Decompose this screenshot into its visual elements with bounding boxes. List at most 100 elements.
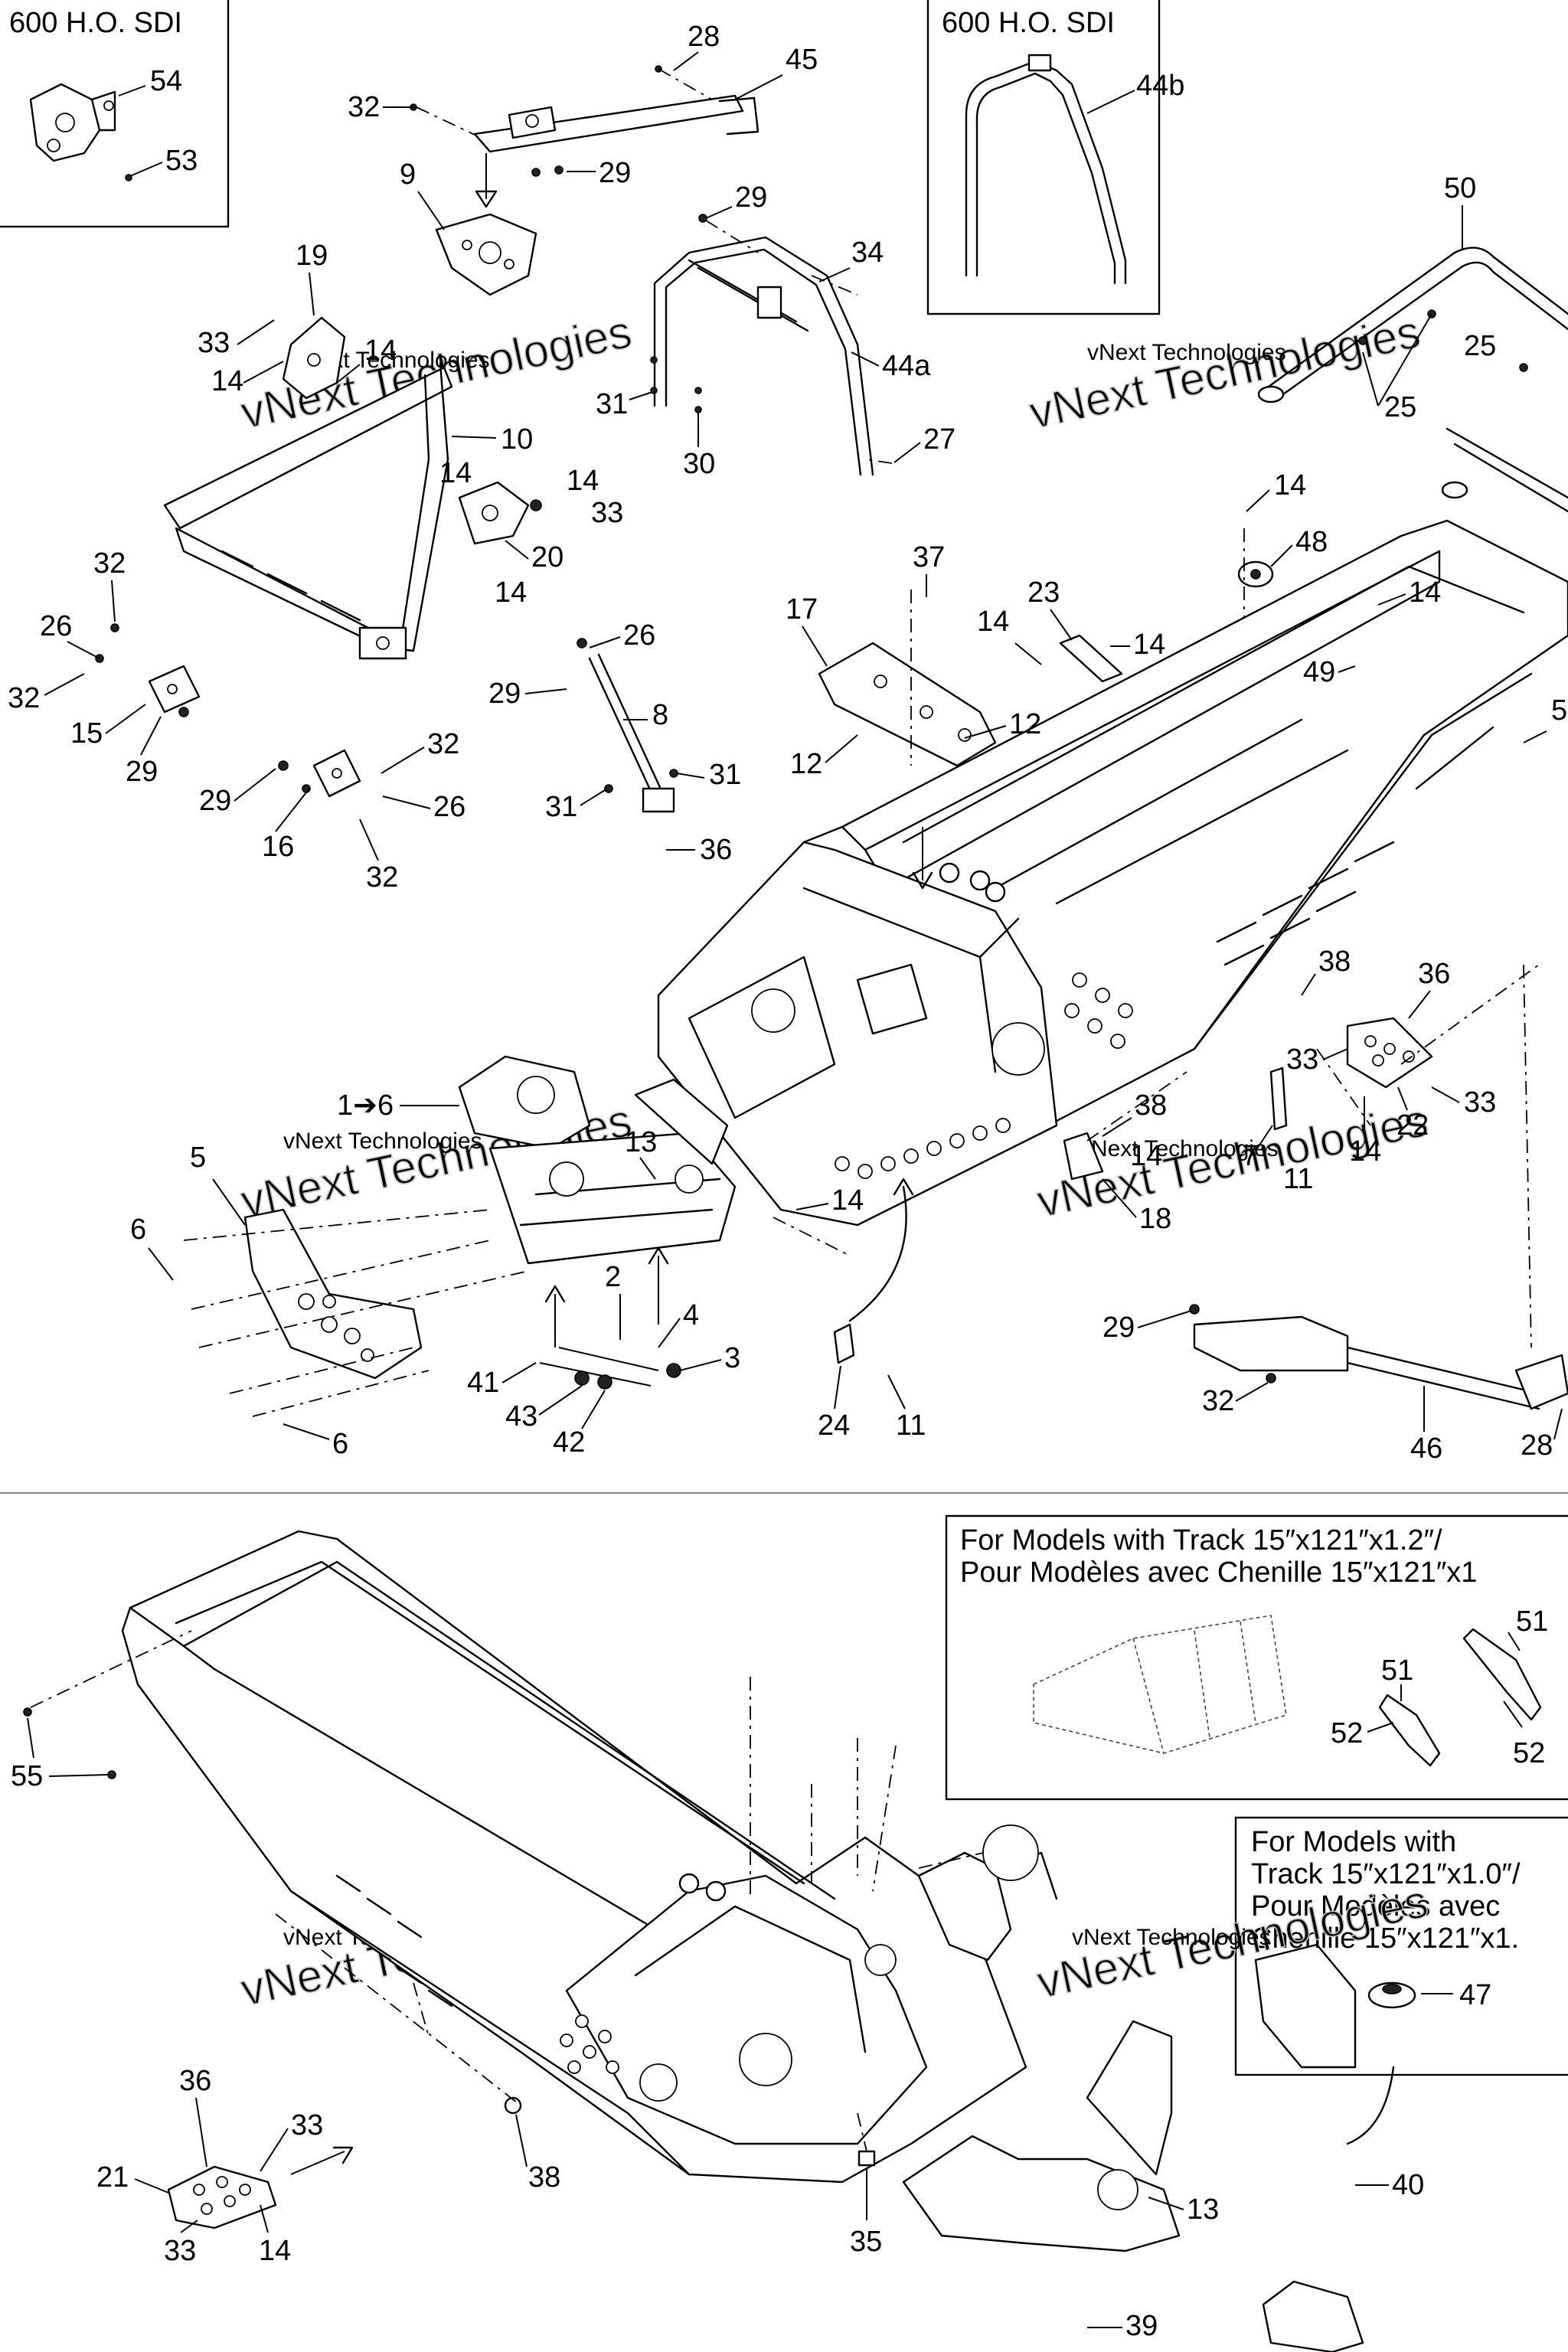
label-14: 14 xyxy=(364,335,397,367)
label-14k: 14 xyxy=(1130,1140,1162,1172)
label-39: 39 xyxy=(1125,2310,1158,2342)
watermark-2: vNext Technologies xyxy=(1025,305,1425,438)
inset-box-600ho-left: 600 H.O. SDI xyxy=(0,0,230,228)
step22-holes xyxy=(1364,1035,1415,1067)
label-29: 29 xyxy=(599,157,631,189)
label-54: 54 xyxy=(150,65,182,97)
label-45: 45 xyxy=(786,44,818,76)
label-21: 21 xyxy=(96,2161,129,2194)
label-47: 47 xyxy=(1459,1979,1491,2011)
label-53: 53 xyxy=(165,145,198,177)
label-14e: 14 xyxy=(495,577,527,609)
label-48: 48 xyxy=(1295,526,1328,558)
label-31: 31 xyxy=(596,388,628,420)
label-33b: 33 xyxy=(591,497,623,529)
label-17: 17 xyxy=(786,593,818,626)
label-27: 27 xyxy=(923,423,956,456)
label-31b: 31 xyxy=(709,759,741,791)
lower-assembled-view xyxy=(30,1530,1395,2352)
label-18: 18 xyxy=(1139,1203,1171,1235)
label-29f: 29 xyxy=(1102,1312,1135,1344)
label-13: 13 xyxy=(625,1126,657,1158)
label-51: 51 xyxy=(1516,1606,1548,1638)
watermark-2-small: vNext Technologies xyxy=(1087,340,1286,365)
track10-line1: For Models with xyxy=(1251,1826,1456,1858)
label-20: 20 xyxy=(531,541,564,573)
inset-title-right: 600 H.O. SDI xyxy=(942,7,1115,39)
label-51b: 51 xyxy=(1381,1655,1413,1687)
label-43: 43 xyxy=(505,1400,537,1432)
track12-line1: For Models with Track 15″x121″x1.2″/ xyxy=(960,1524,1442,1557)
label-42: 42 xyxy=(553,1426,585,1459)
label-5b: 5 xyxy=(190,1142,206,1174)
label-14b: 14 xyxy=(211,365,243,397)
label-14f: 14 xyxy=(1274,469,1306,501)
label-1-6: 1➔6 xyxy=(337,1089,394,1122)
label-32d: 32 xyxy=(427,728,459,760)
label-34: 34 xyxy=(851,237,884,269)
label-37: 37 xyxy=(913,541,945,573)
track12-line2: Pour Modèles avec Chenille 15″x121″x1 xyxy=(960,1557,1477,1589)
label-36b: 36 xyxy=(1418,958,1450,990)
label-36: 36 xyxy=(700,834,732,866)
label-30: 30 xyxy=(683,448,715,480)
label-38c: 38 xyxy=(528,2161,560,2194)
callout-labels: 54 53 28 45 32 29 9 44b 50 29 34 19 33 1… xyxy=(8,21,1567,2342)
label-22: 22 xyxy=(1396,1109,1429,1142)
label-49: 49 xyxy=(1303,656,1335,688)
label-38b: 38 xyxy=(1135,1089,1167,1122)
label-52: 52 xyxy=(1331,1717,1363,1749)
label-33f: 33 xyxy=(164,2235,196,2267)
label-12b: 12 xyxy=(790,748,822,780)
label-44b: 44b xyxy=(1136,70,1184,102)
label-32b: 32 xyxy=(93,547,126,580)
label-28: 28 xyxy=(688,21,720,53)
label-9: 9 xyxy=(400,158,416,191)
label-8: 8 xyxy=(652,699,668,731)
label-29c: 29 xyxy=(488,678,521,710)
label-52b: 52 xyxy=(1513,1737,1545,1769)
label-44a: 44a xyxy=(882,350,931,382)
label-7: 7 xyxy=(1242,1140,1258,1172)
label-5: 5 xyxy=(1551,694,1567,727)
inset-box-600ho-right: 600 H.O. SDI xyxy=(926,0,1161,315)
label-33e: 33 xyxy=(291,2109,323,2141)
label-32f: 32 xyxy=(1202,1385,1234,1417)
label-41: 41 xyxy=(467,1367,499,1399)
label-3: 3 xyxy=(724,1342,740,1374)
track10-line2: Track 15″x121″x1.0″/ xyxy=(1251,1858,1521,1890)
label-40: 40 xyxy=(1392,2169,1424,2201)
label-32e: 32 xyxy=(366,861,398,893)
label-10: 10 xyxy=(501,423,533,456)
inset-title-left: 600 H.O. SDI xyxy=(9,7,182,39)
tunnel-slots-lower xyxy=(335,1874,453,2007)
label-36c: 36 xyxy=(179,2065,211,2097)
label-26b: 26 xyxy=(623,619,655,652)
label-12: 12 xyxy=(1009,708,1041,740)
label-14j: 14 xyxy=(831,1184,864,1217)
label-11: 11 xyxy=(1283,1163,1313,1195)
label-33: 33 xyxy=(198,327,230,359)
label-33d: 33 xyxy=(1464,1086,1496,1119)
watermark-3-small: vNext Technologies xyxy=(283,1129,482,1154)
label-32: 32 xyxy=(348,91,380,123)
label-28b: 28 xyxy=(1521,1429,1553,1462)
label-4: 4 xyxy=(683,1299,699,1331)
part5-holes xyxy=(298,1293,374,1362)
label-33c: 33 xyxy=(1286,1044,1318,1076)
label-23: 23 xyxy=(1027,577,1060,609)
label-14g: 14 xyxy=(977,606,1009,638)
label-26c: 26 xyxy=(433,791,466,823)
tunnel-slots-upper xyxy=(1216,841,1395,966)
label-55: 55 xyxy=(11,1760,43,1792)
label-15: 15 xyxy=(70,717,103,750)
label-38: 38 xyxy=(1318,946,1351,978)
label-26: 26 xyxy=(40,610,72,642)
label-14i: 14 xyxy=(1409,577,1441,609)
watermark-6-small: vNext Technologies xyxy=(1072,1925,1271,1950)
label-29e: 29 xyxy=(199,785,231,817)
label-24: 24 xyxy=(818,1410,850,1442)
label-25: 25 xyxy=(1464,330,1496,362)
label-14h: 14 xyxy=(1133,629,1165,661)
